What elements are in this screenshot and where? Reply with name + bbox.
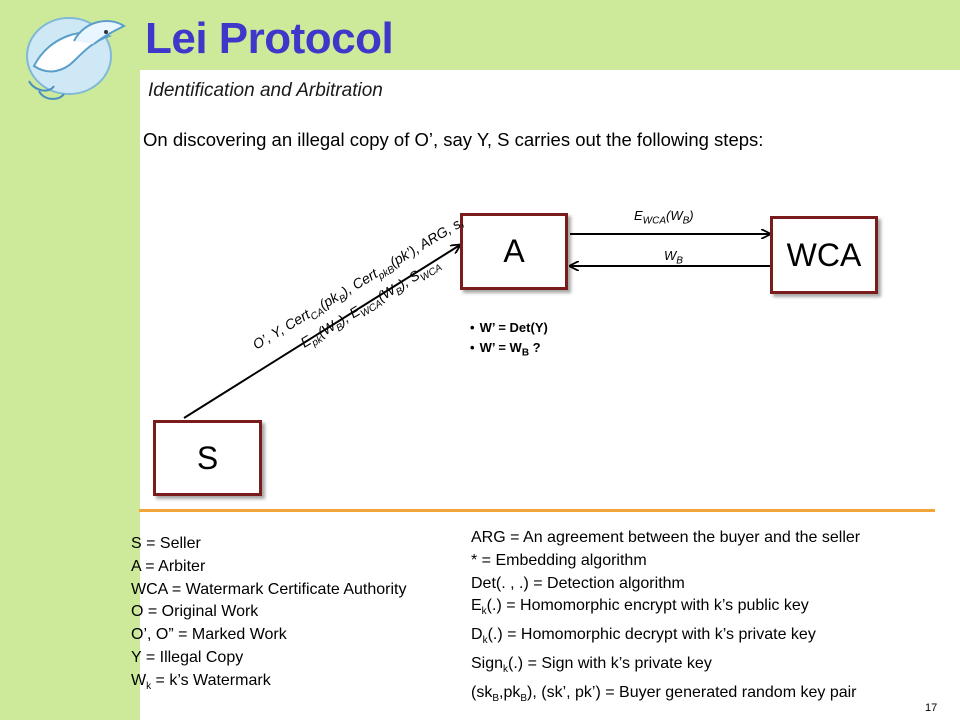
page-number: 17 <box>925 702 938 714</box>
edge-label-wca-to-a: WB <box>664 248 683 267</box>
check-item: W’ = WB ? <box>470 338 548 364</box>
dove-logo-icon <box>26 17 126 100</box>
page-title: Lei Protocol <box>145 14 394 63</box>
legend-left: S = Seller A = Arbiter WCA = Watermark C… <box>131 533 406 699</box>
legend-item: Wk = k’s Watermark <box>131 671 271 692</box>
node-s: S <box>153 420 262 496</box>
top-accent-band <box>140 0 960 70</box>
node-wca: WCA <box>770 216 878 294</box>
legend-item: Y = Illegal Copy <box>131 648 244 666</box>
page-subtitle: Identification and Arbitration <box>148 80 383 101</box>
legend-item: WCA = Watermark Certificate Authority <box>131 580 407 598</box>
legend-item: Det(. , .) = Detection algorithm <box>471 574 685 592</box>
left-accent-band <box>0 0 140 720</box>
node-a: A <box>460 213 568 290</box>
legend-item: Dk(.) = Homomorphic decrypt with k’s pri… <box>471 626 816 647</box>
node-wca-label: WCA <box>786 236 862 273</box>
legend-item: * = Embedding algorithm <box>471 551 647 569</box>
check-item: W’ = Det(Y) <box>470 318 548 338</box>
verification-checks: W’ = Det(Y) W’ = WB ? <box>470 318 548 364</box>
legend-item: O = Original Work <box>131 603 259 621</box>
legend-item: A = Arbiter <box>131 557 206 575</box>
section-divider <box>139 509 935 512</box>
legend-item: O’, O” = Marked Work <box>131 626 287 644</box>
edge-label-a-to-wca: EWCA(WB) <box>634 208 694 227</box>
arrow-s-to-a <box>183 245 460 419</box>
legend-item: Ek(.) = Homomorphic encrypt with k’s pub… <box>471 597 809 618</box>
intro-text: On discovering an illegal copy of O’, sa… <box>143 129 764 150</box>
node-s-label: S <box>196 439 219 476</box>
node-a-label: A <box>503 233 525 269</box>
legend-item: (skB,pkB), (sk’, pk’) = Buyer generated … <box>471 684 857 705</box>
legend-right: ARG = An agreement between the buyer and… <box>471 527 860 711</box>
legend-item: S = Seller <box>131 535 201 552</box>
legend-item: Signk(.) = Sign with k’s private key <box>471 655 712 676</box>
legend-item: ARG = An agreement between the buyer and… <box>471 529 861 546</box>
